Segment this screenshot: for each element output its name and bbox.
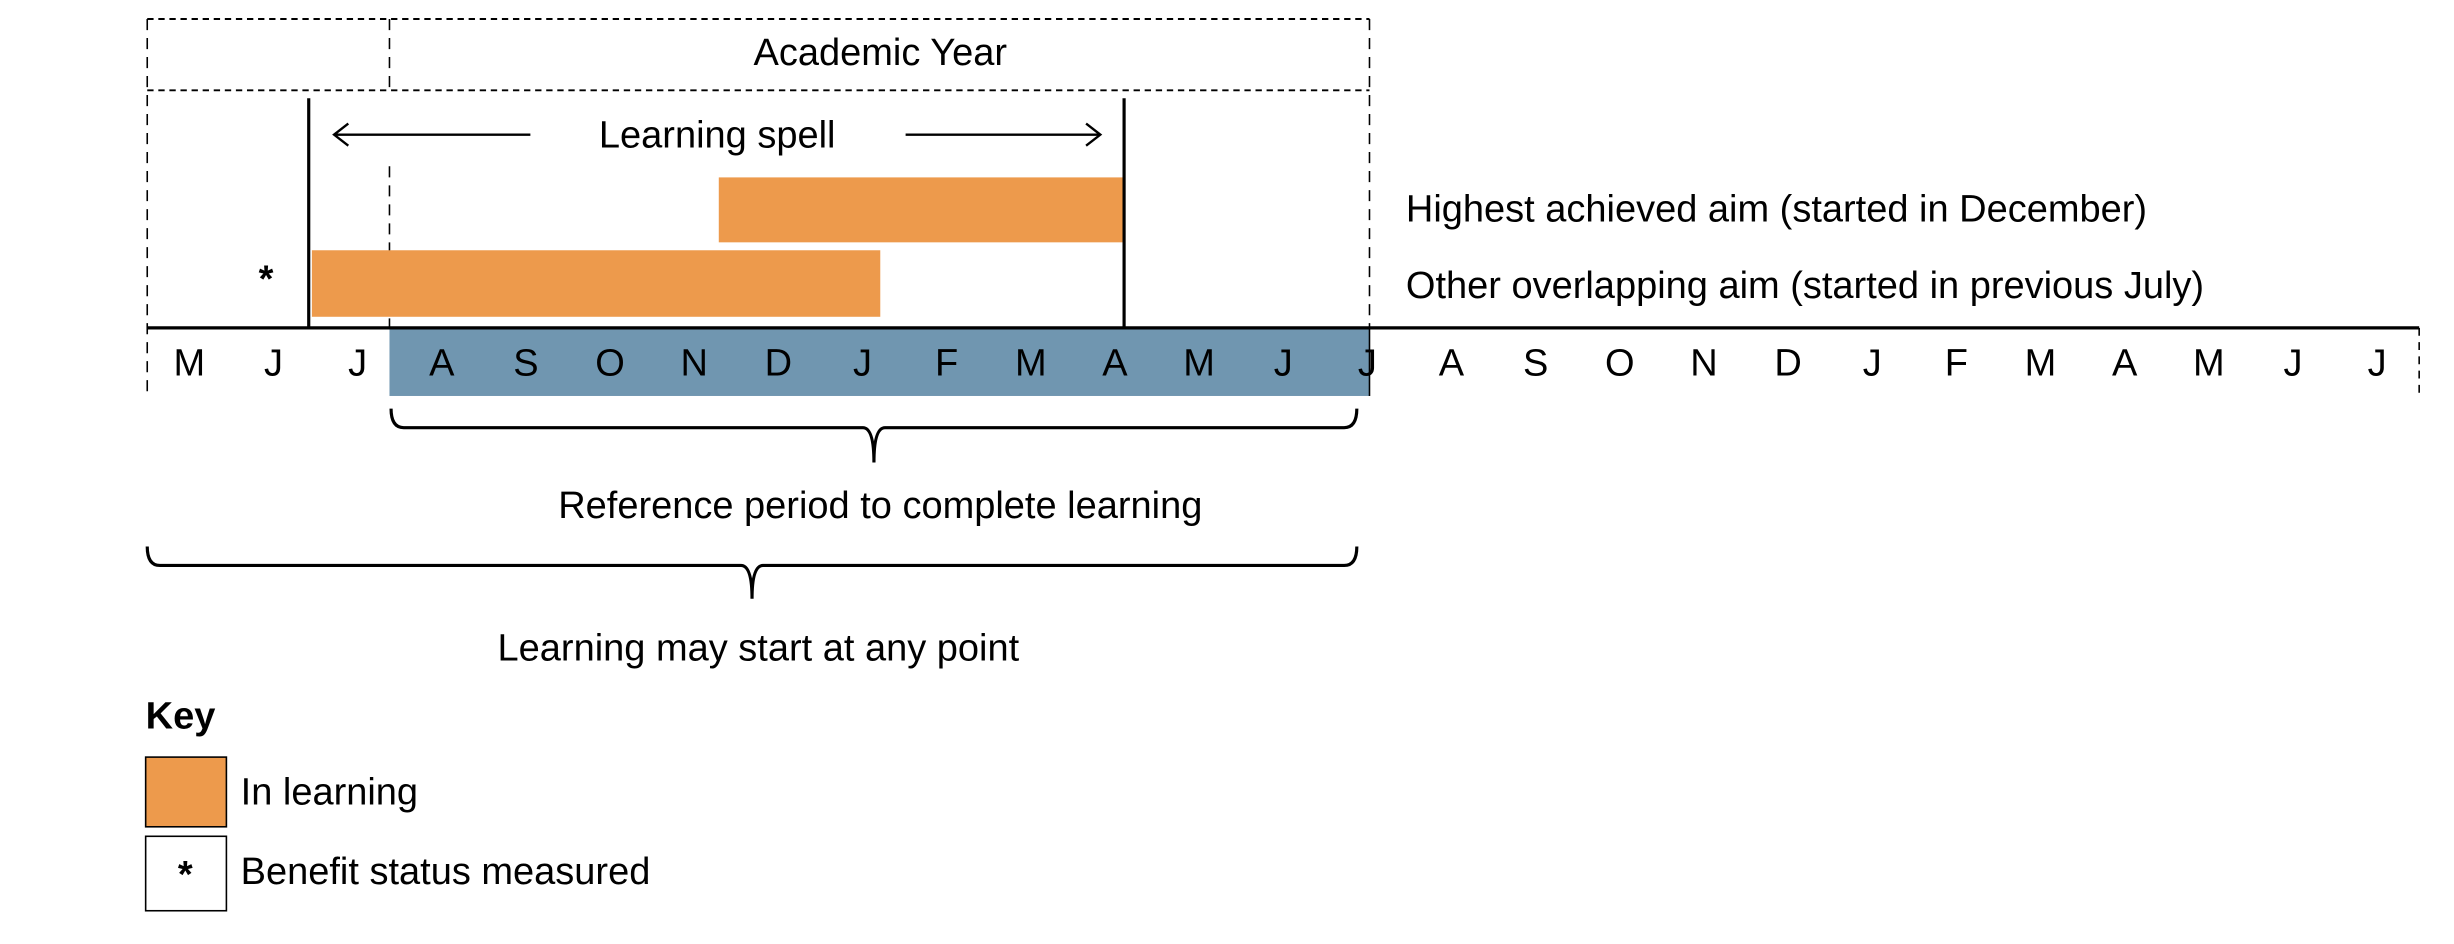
month-label: A bbox=[2112, 342, 2138, 384]
month-label: A bbox=[429, 342, 455, 384]
month-label: M bbox=[2193, 342, 2225, 384]
key-benefit-marker: * bbox=[178, 854, 193, 896]
reference-period-brace bbox=[389, 408, 1359, 463]
benefit-marker: * bbox=[259, 258, 274, 300]
month-label: D bbox=[1774, 342, 1801, 384]
month-label: N bbox=[1690, 342, 1717, 384]
learning-spell-label: Learning spell bbox=[599, 114, 836, 156]
month-label: F bbox=[935, 342, 958, 384]
month-label: O bbox=[595, 342, 625, 384]
month-label: J bbox=[348, 342, 367, 384]
month-label: A bbox=[1439, 342, 1465, 384]
month-label: D bbox=[765, 342, 792, 384]
month-label: N bbox=[680, 342, 707, 384]
month-label: M bbox=[1183, 342, 1215, 384]
highest-aim-bar bbox=[718, 177, 1125, 243]
month-label: M bbox=[2025, 342, 2057, 384]
academic-year-box bbox=[146, 18, 1371, 396]
start-any-point-brace bbox=[145, 546, 1359, 599]
right-arrow-icon bbox=[905, 122, 1103, 147]
key-in-learning-swatch bbox=[144, 756, 228, 828]
month-label: S bbox=[513, 342, 538, 384]
month-label: J bbox=[1358, 342, 1377, 384]
month-label: M bbox=[173, 342, 205, 384]
reference-period-label: Reference period to complete learning bbox=[558, 485, 1202, 527]
key-title: Key bbox=[146, 696, 216, 738]
key-benefit-swatch bbox=[144, 835, 228, 912]
other-aim-label: Other overlapping aim (started in previo… bbox=[1406, 265, 2204, 307]
key-in-learning-label: In learning bbox=[241, 772, 418, 814]
academic-year-band bbox=[389, 327, 1370, 396]
key-benefit-label: Benefit status measured bbox=[241, 851, 651, 893]
month-label: J bbox=[264, 342, 283, 384]
highest-aim-label: Highest achieved aim (started in Decembe… bbox=[1406, 189, 2147, 231]
month-label: J bbox=[2283, 342, 2302, 384]
month-label: M bbox=[1015, 342, 1047, 384]
start-any-point-label: Learning may start at any point bbox=[498, 627, 1020, 669]
month-label: S bbox=[1523, 342, 1548, 384]
month-label: J bbox=[853, 342, 872, 384]
left-arrow-icon bbox=[332, 122, 531, 147]
other-aim-bar bbox=[311, 250, 881, 317]
month-label: F bbox=[1945, 342, 1968, 384]
month-label: J bbox=[1274, 342, 1293, 384]
month-label: O bbox=[1605, 342, 1635, 384]
month-label: A bbox=[1102, 342, 1128, 384]
month-label: J bbox=[1863, 342, 1882, 384]
academic-year-label: Academic Year bbox=[754, 32, 1008, 74]
month-label: J bbox=[2368, 342, 2387, 384]
